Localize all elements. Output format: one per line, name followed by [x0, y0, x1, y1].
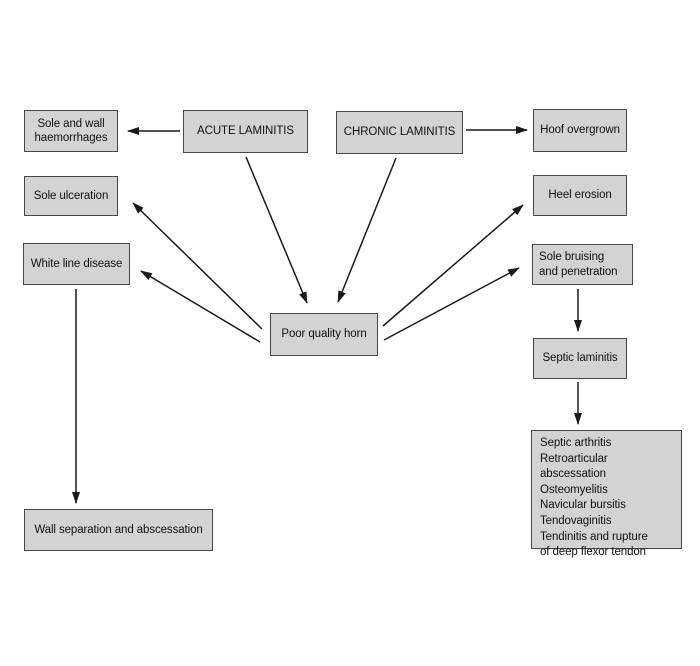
node-heel-erosion: Heel erosion: [533, 175, 627, 216]
node-wall-separation-abscessation: Wall separation and abscessation: [24, 509, 213, 551]
list-line: of deep flexor tendon: [540, 546, 646, 559]
node-septic-laminitis: Septic laminitis: [533, 338, 627, 379]
list-line: Septic arthritis: [540, 437, 612, 449]
node-septic-sequelae-list: Septic arthritis Retroarticular abscessa…: [531, 430, 682, 558]
edge-acute-laminitis-to-poor-quality-horn: [245, 156, 308, 304]
node-white-line-disease: White line disease: [23, 243, 130, 285]
edge-poor-quality-horn-to-sole-ulceration: [132, 202, 263, 330]
node-label: Poor quality horn: [281, 328, 367, 341]
node-label: CHRONIC LAMINITIS: [343, 126, 456, 139]
node-label: Wall separation and abscessation: [34, 523, 203, 536]
list-line: Tendinitis and rupture: [540, 530, 648, 543]
node-hoof-overgrown: Hoof overgrown: [533, 109, 627, 152]
node-label: Sole ulceration: [33, 189, 109, 202]
node-label: Septic laminitis: [542, 352, 618, 365]
edge-chronic-laminitis-to-poor-quality-horn: [337, 157, 397, 303]
edge-poor-quality-horn-to-white-line-disease: [140, 270, 261, 343]
list-line: Osteomyelitis: [540, 483, 608, 496]
node-sole-bruising-penetration: Sole bruising and penetration: [532, 244, 633, 285]
node-label: Heel erosion: [548, 189, 612, 202]
edge-poor-quality-horn-to-sole-bruising-penetration: [383, 267, 520, 341]
node-poor-quality-horn: Poor quality horn: [270, 313, 378, 356]
node-label: Sole and wall haemorrhages: [34, 117, 108, 144]
node-label: ACUTE LAMINITIS: [197, 125, 294, 138]
edge-poor-quality-horn-to-heel-erosion: [382, 204, 524, 327]
node-chronic-laminitis: CHRONIC LAMINITIS: [336, 111, 463, 154]
list-line: Retroarticular abscessation: [540, 452, 608, 481]
node-label: Hoof overgrown: [540, 124, 620, 137]
node-label: White line disease: [30, 257, 123, 270]
list-line: Navicular bursitis: [540, 499, 626, 512]
node-label: Sole bruising and penetration: [539, 251, 618, 278]
list-line: Tendovaginitis: [540, 514, 612, 527]
node-sole-ulceration: Sole ulceration: [24, 176, 118, 216]
node-sole-and-wall-haemorrhages: Sole and wall haemorrhages: [24, 110, 118, 152]
node-acute-laminitis: ACUTE LAMINITIS: [183, 110, 308, 153]
